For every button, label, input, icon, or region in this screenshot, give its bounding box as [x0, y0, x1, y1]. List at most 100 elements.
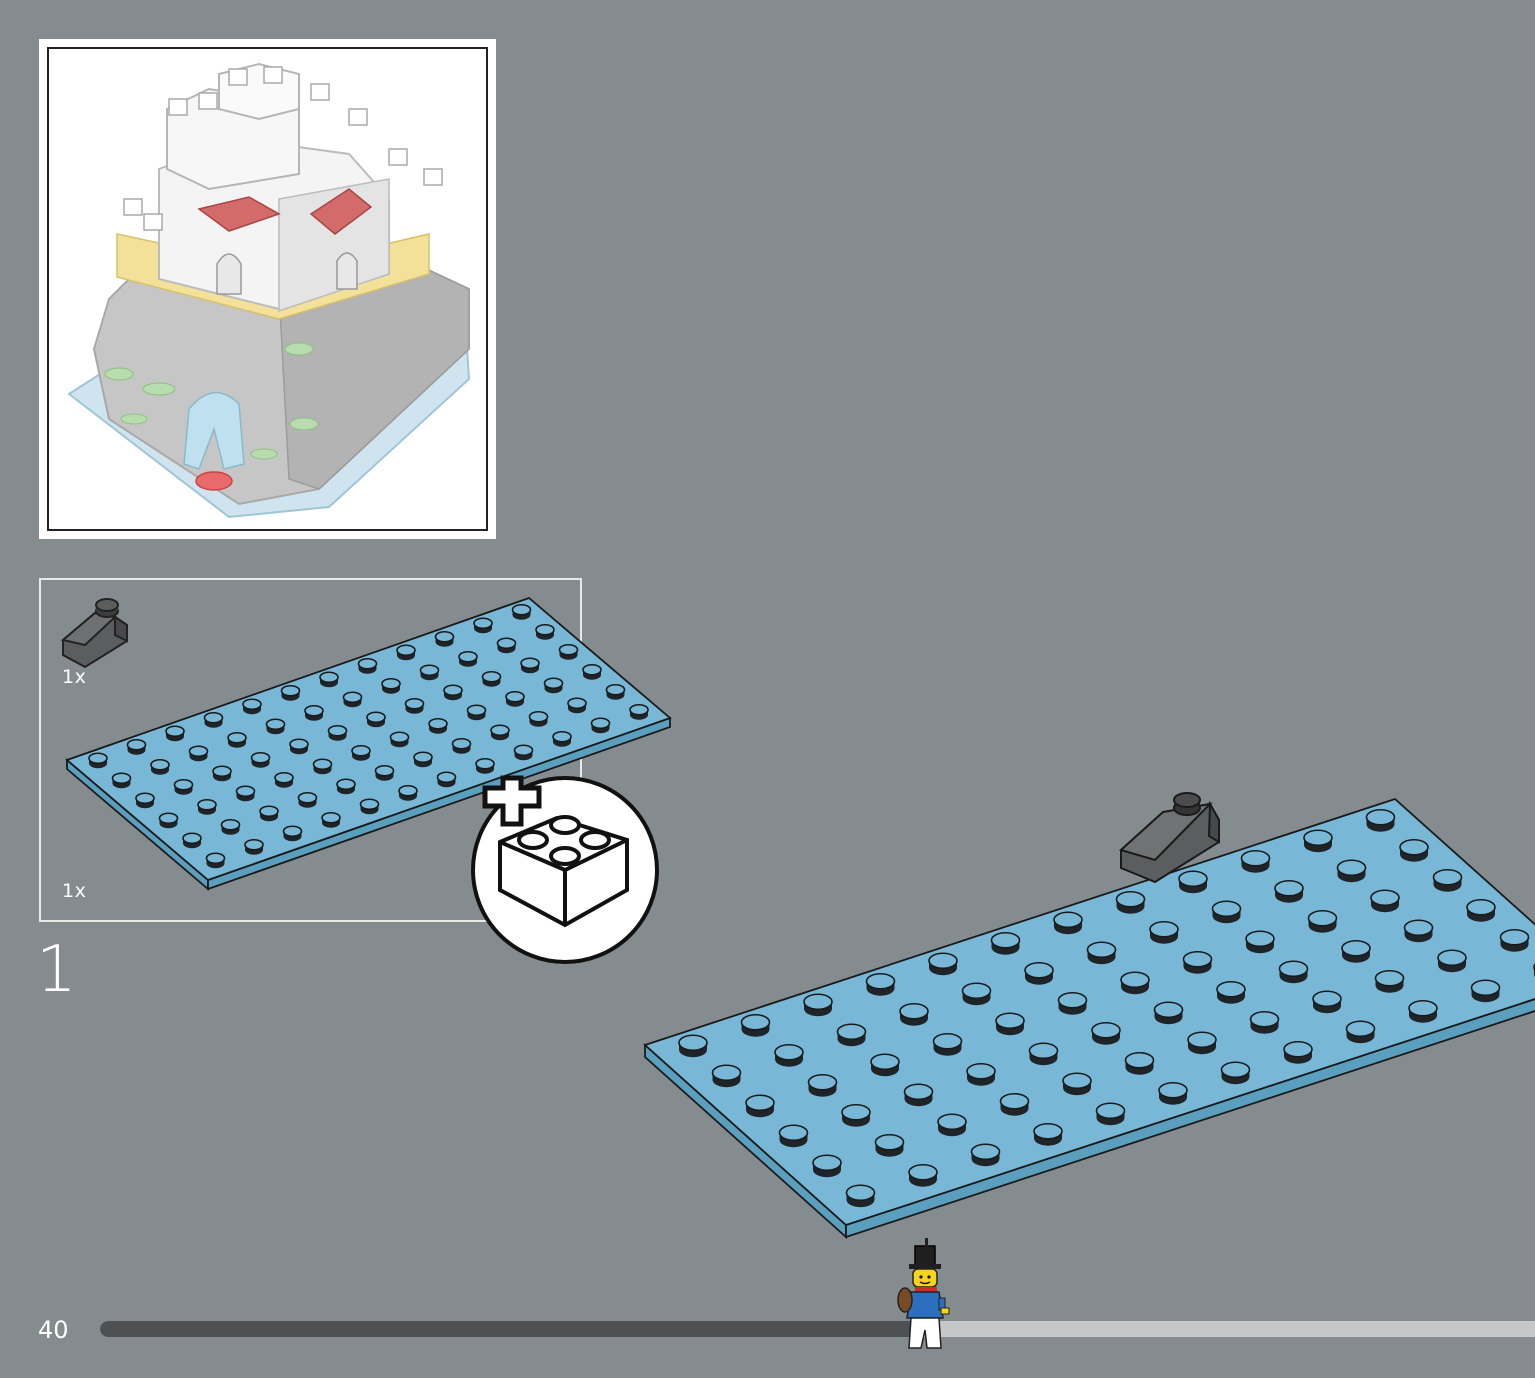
stud	[173, 778, 194, 795]
stud	[1470, 979, 1501, 1003]
stud	[1278, 960, 1309, 984]
stud	[496, 637, 517, 654]
stud	[1153, 1001, 1184, 1025]
stud	[212, 765, 232, 782]
stud	[990, 931, 1021, 955]
stud	[366, 711, 386, 728]
stud	[111, 772, 132, 789]
stud	[903, 1083, 934, 1107]
slope-part-icon	[60, 598, 128, 669]
stud	[711, 1064, 742, 1088]
stud	[552, 730, 572, 747]
stud	[1312, 990, 1342, 1014]
stud	[1091, 1021, 1121, 1045]
stud	[1249, 1010, 1280, 1034]
stud	[165, 725, 185, 742]
plate-side	[845, 998, 1535, 1239]
stud	[995, 1012, 1025, 1036]
stud	[1187, 1031, 1217, 1055]
stud	[389, 731, 410, 748]
stud	[451, 737, 472, 754]
stud	[865, 972, 896, 996]
stud	[1374, 969, 1405, 993]
progress-fill	[100, 1321, 918, 1337]
stud	[1028, 1042, 1059, 1066]
stud	[932, 1032, 963, 1056]
stud	[1115, 890, 1146, 914]
stud	[436, 771, 457, 788]
stud	[1095, 1102, 1126, 1126]
stud	[150, 758, 170, 775]
stud	[1283, 1040, 1313, 1064]
plate-side	[644, 1042, 847, 1240]
stud	[158, 812, 179, 829]
stud	[1303, 829, 1333, 853]
stud	[535, 623, 555, 640]
stud	[1403, 919, 1434, 943]
stud	[558, 643, 579, 660]
stud	[1432, 868, 1463, 892]
stud	[928, 952, 958, 976]
stud	[342, 691, 363, 708]
stud	[304, 704, 324, 721]
stud	[1274, 879, 1304, 903]
stud	[250, 751, 271, 768]
stud	[1345, 1020, 1376, 1044]
stud	[505, 690, 525, 707]
stud	[970, 1143, 1001, 1167]
stud	[404, 697, 425, 714]
stud	[312, 758, 333, 775]
stud	[327, 724, 348, 741]
stud	[280, 684, 301, 701]
stud	[1240, 849, 1271, 873]
stud	[321, 811, 341, 828]
slope-piece	[1119, 792, 1220, 884]
stud	[475, 757, 495, 774]
stud	[419, 664, 440, 681]
stud	[490, 724, 510, 741]
stud	[88, 752, 108, 769]
stud	[282, 825, 303, 842]
stud	[188, 745, 209, 762]
stud	[836, 1023, 867, 1047]
stud	[870, 1053, 900, 1077]
stud	[443, 684, 463, 701]
stud	[359, 798, 380, 815]
stud	[242, 698, 262, 715]
stud	[582, 663, 602, 680]
stud	[874, 1133, 905, 1157]
stud	[466, 704, 487, 721]
stud	[1124, 1051, 1155, 1075]
stud	[1307, 909, 1338, 933]
stud	[1336, 859, 1367, 883]
stud	[966, 1062, 996, 1086]
preview-inner-frame	[47, 47, 488, 531]
stud	[812, 1154, 842, 1178]
stud	[1211, 900, 1242, 924]
page-number: 40	[38, 1316, 69, 1344]
stud	[1499, 928, 1530, 952]
plate-part-icon	[65, 596, 672, 891]
stud	[227, 731, 247, 748]
stud	[1057, 991, 1088, 1015]
new-bag-icon	[471, 775, 659, 964]
stud	[740, 1013, 771, 1037]
stud	[1408, 999, 1438, 1023]
stud	[351, 744, 371, 761]
step-number: 1	[36, 933, 77, 1007]
plate-top	[643, 797, 1535, 1227]
stud	[265, 718, 286, 735]
stud	[629, 703, 649, 720]
stud	[1466, 898, 1496, 922]
stud	[274, 771, 294, 788]
stud	[678, 1034, 708, 1058]
final-model-preview	[39, 39, 496, 539]
stud	[319, 671, 339, 688]
stud	[520, 657, 540, 674]
stud	[513, 744, 534, 761]
stud	[1220, 1061, 1251, 1085]
stud	[336, 778, 356, 795]
stud	[605, 683, 626, 700]
stud	[543, 677, 564, 694]
stud	[244, 838, 264, 855]
